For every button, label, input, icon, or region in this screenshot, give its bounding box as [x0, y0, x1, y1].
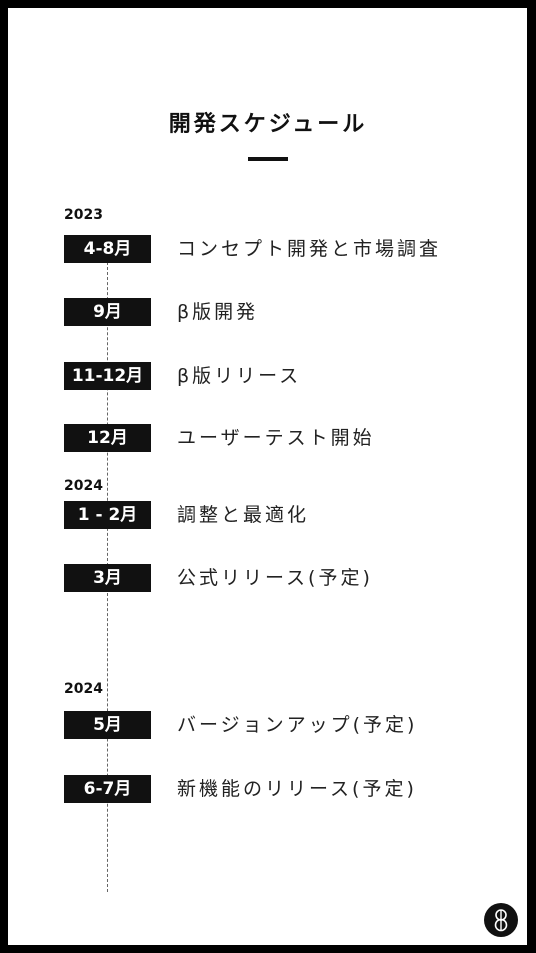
period-badge: 3月	[64, 564, 151, 592]
event-label: β版リリース	[177, 365, 302, 387]
period-badge: 6-7月	[64, 775, 151, 803]
period-badge: 4-8月	[64, 235, 151, 263]
event-label: コンセプト開発と市場調査	[177, 238, 442, 260]
event-label: 新機能のリリース(予定)	[177, 778, 417, 800]
period-badge: 12月	[64, 424, 151, 452]
period-badge: 11-12月	[64, 362, 151, 390]
event-label: 公式リリース(予定)	[177, 567, 373, 589]
year-label: 2023	[64, 207, 103, 223]
page-title: 開発スケジュール	[168, 112, 368, 137]
period-badge: 9月	[64, 298, 151, 326]
event-label: バージョンアップ(予定)	[177, 714, 418, 736]
title-underline	[248, 157, 288, 161]
event-label: 調整と最適化	[177, 504, 310, 526]
period-badge: 5月	[64, 711, 151, 739]
period-badge: 1 - 2月	[64, 501, 151, 529]
year-label: 2024	[64, 681, 103, 697]
page-frame	[8, 8, 527, 945]
year-label: 2024	[64, 478, 103, 494]
event-label: β版開発	[177, 301, 259, 323]
logo-mark-icon	[484, 903, 518, 937]
event-label: ユーザーテスト開始	[177, 427, 375, 449]
